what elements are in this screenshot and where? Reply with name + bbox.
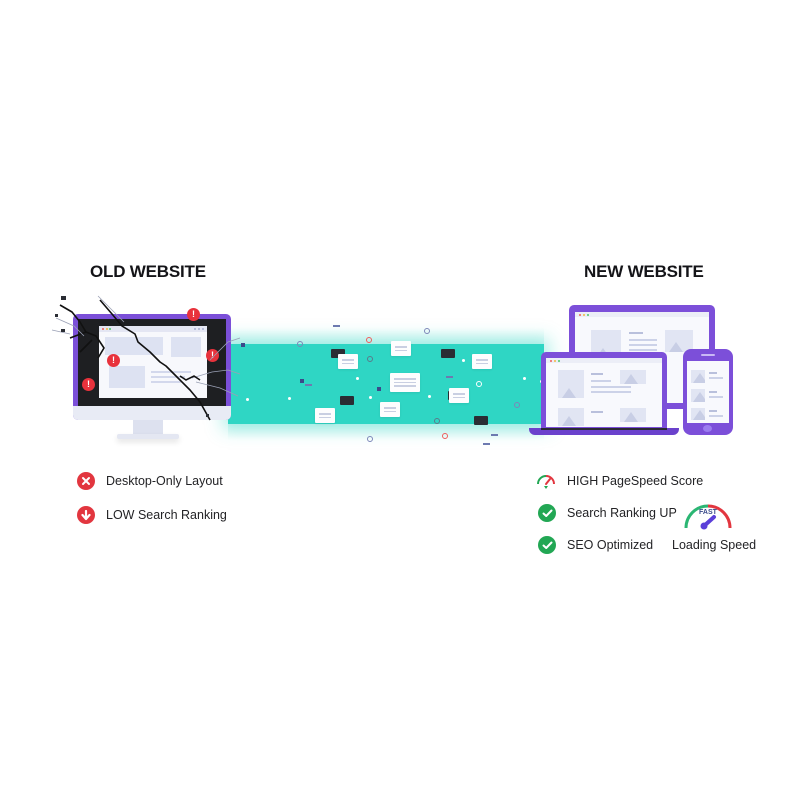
particle-ring [476, 381, 482, 387]
particle-card [315, 408, 335, 423]
particle-dot [356, 377, 359, 380]
particle-block [331, 349, 345, 358]
error-alert-icon: ! [82, 378, 95, 391]
error-alert-icon: ! [187, 308, 200, 321]
new-feature-item: SEO Optimized [538, 536, 653, 554]
particle-dot [246, 398, 249, 401]
particle-square [300, 379, 304, 383]
particle-card [472, 354, 492, 369]
speedometer-icon [536, 472, 556, 490]
new-feature-item: HIGH PageSpeed Score [536, 472, 703, 490]
particle-card [449, 388, 469, 403]
new-feature-label: HIGH PageSpeed Score [567, 474, 704, 488]
particle-dot [369, 396, 372, 399]
particle-ring [367, 356, 373, 362]
particle-dash [446, 376, 453, 378]
particle-dot [428, 395, 431, 398]
error-alert-icon: ! [206, 349, 219, 362]
loading-speed-label: Loading Speed [672, 538, 757, 552]
particle-square [377, 387, 381, 391]
phone-device [683, 349, 733, 435]
new-feature-item: Search Ranking UP [538, 504, 677, 522]
particle-square [241, 343, 245, 347]
particle-dot [462, 359, 465, 362]
laptop-device [541, 352, 667, 430]
gauge-icon [684, 504, 732, 530]
arrow-down-circle-icon [77, 506, 95, 524]
new-feature-label: Search Ranking UP [567, 506, 677, 520]
old-feature-label: Desktop-Only Layout [106, 474, 223, 488]
particle-dot [288, 397, 291, 400]
particle-card [390, 373, 420, 392]
particle-ring [424, 328, 430, 334]
particle-block [340, 396, 354, 405]
particle-ring [366, 337, 372, 343]
old-feature-item: Desktop-Only Layout [77, 472, 223, 490]
particle-dot [523, 377, 526, 380]
monitor-stand [133, 420, 163, 436]
gauge-fast-text: FAST [699, 509, 717, 516]
check-circle-icon [538, 504, 556, 522]
x-circle-icon [77, 472, 95, 490]
particle-card [380, 402, 400, 417]
particle-ring [514, 402, 520, 408]
laptop-base [529, 428, 679, 435]
monitor-base [117, 434, 179, 439]
particle-dash [483, 443, 490, 445]
old-website-title: OLD WEBSITE [90, 262, 206, 281]
check-circle-icon [538, 536, 556, 554]
particle-ring [442, 433, 448, 439]
particle-block [441, 349, 455, 358]
new-website-title: NEW WEBSITE [584, 262, 704, 281]
new-feature-label: SEO Optimized [567, 538, 654, 552]
particle-ring [434, 418, 440, 424]
particle-dash [305, 384, 312, 386]
particle-block [474, 416, 488, 425]
loading-speed-gauge: FAST [682, 500, 734, 530]
particle-dash [333, 325, 340, 327]
particle-card [391, 341, 411, 356]
particle-dash [491, 434, 498, 436]
old-feature-item: LOW Search Ranking [77, 506, 227, 524]
old-feature-label: LOW Search Ranking [106, 508, 227, 522]
particle-ring [367, 436, 373, 442]
particle-ring [297, 341, 303, 347]
particle-card [338, 354, 358, 369]
home-button [703, 425, 712, 432]
error-alert-icon: ! [107, 354, 120, 367]
